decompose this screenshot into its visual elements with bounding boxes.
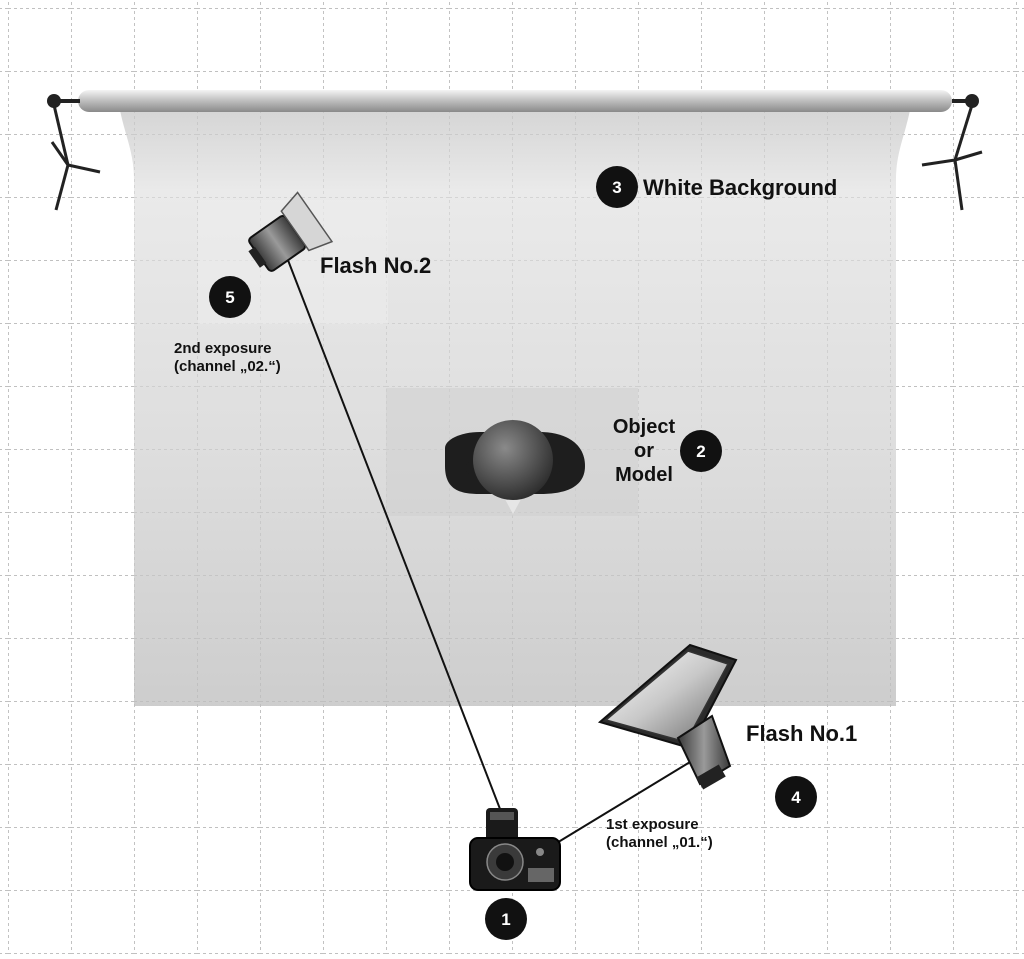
softbox-flash-icon bbox=[597, 643, 738, 790]
marker-5: 5 bbox=[209, 276, 251, 318]
flash2-trigger-line bbox=[285, 254, 513, 841]
marker-1: 1 bbox=[485, 898, 527, 940]
svg-text:1: 1 bbox=[501, 910, 510, 929]
light-stand-icon bbox=[50, 104, 101, 211]
object-label-line3: Model bbox=[615, 464, 673, 486]
exposure1-label-line1: 1st exposure bbox=[606, 816, 699, 833]
flash1-label: Flash No.1 bbox=[746, 721, 857, 746]
flash-head-icon bbox=[248, 191, 334, 272]
object-label-line2: or bbox=[634, 440, 654, 462]
svg-text:3: 3 bbox=[612, 178, 621, 197]
svg-text:5: 5 bbox=[225, 288, 234, 307]
exposure2-label-line2: (channel „02.“) bbox=[174, 358, 281, 375]
marker-2: 2 bbox=[680, 430, 722, 472]
background-label: White Background bbox=[643, 175, 837, 200]
marker-3: 3 bbox=[596, 166, 638, 208]
exposure2-label-line1: 2nd exposure bbox=[174, 340, 272, 357]
svg-text:2: 2 bbox=[696, 442, 705, 461]
exposure1-label-line2: (channel „01.“) bbox=[606, 834, 713, 851]
object-label-line1: Object bbox=[613, 416, 676, 438]
person-topview-icon bbox=[445, 420, 585, 514]
backdrop-roll bbox=[78, 90, 952, 112]
marker-4: 4 bbox=[775, 776, 817, 818]
flash2-label: Flash No.2 bbox=[320, 253, 431, 278]
light-stand-icon bbox=[921, 104, 983, 211]
camera-icon bbox=[469, 808, 561, 891]
svg-text:4: 4 bbox=[791, 788, 801, 807]
